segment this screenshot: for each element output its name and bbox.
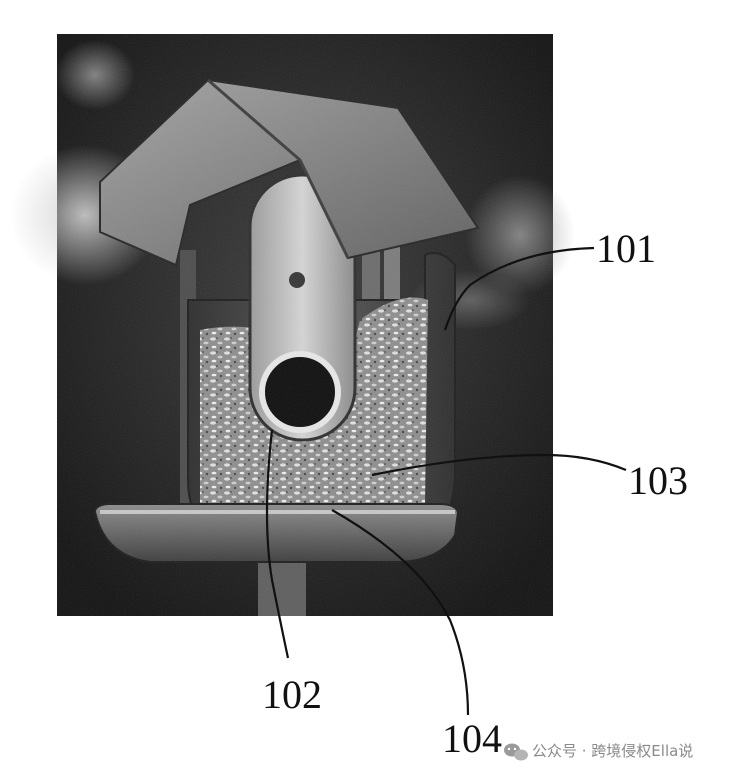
watermark: 公众号 · 跨境侵权Ella说 <box>504 742 693 761</box>
label-101: 101 <box>596 226 656 271</box>
leader-line-104 <box>331 509 470 716</box>
label-104: 104 <box>442 716 502 761</box>
label-103: 103 <box>628 458 688 503</box>
leader-line-102 <box>265 429 290 659</box>
leader-line-101 <box>443 246 595 331</box>
watermark-text: 公众号 · 跨境侵权Ella说 <box>532 742 693 760</box>
leader-line-103 <box>371 453 627 477</box>
label-102: 102 <box>262 672 322 717</box>
wechat-icon <box>504 743 528 761</box>
